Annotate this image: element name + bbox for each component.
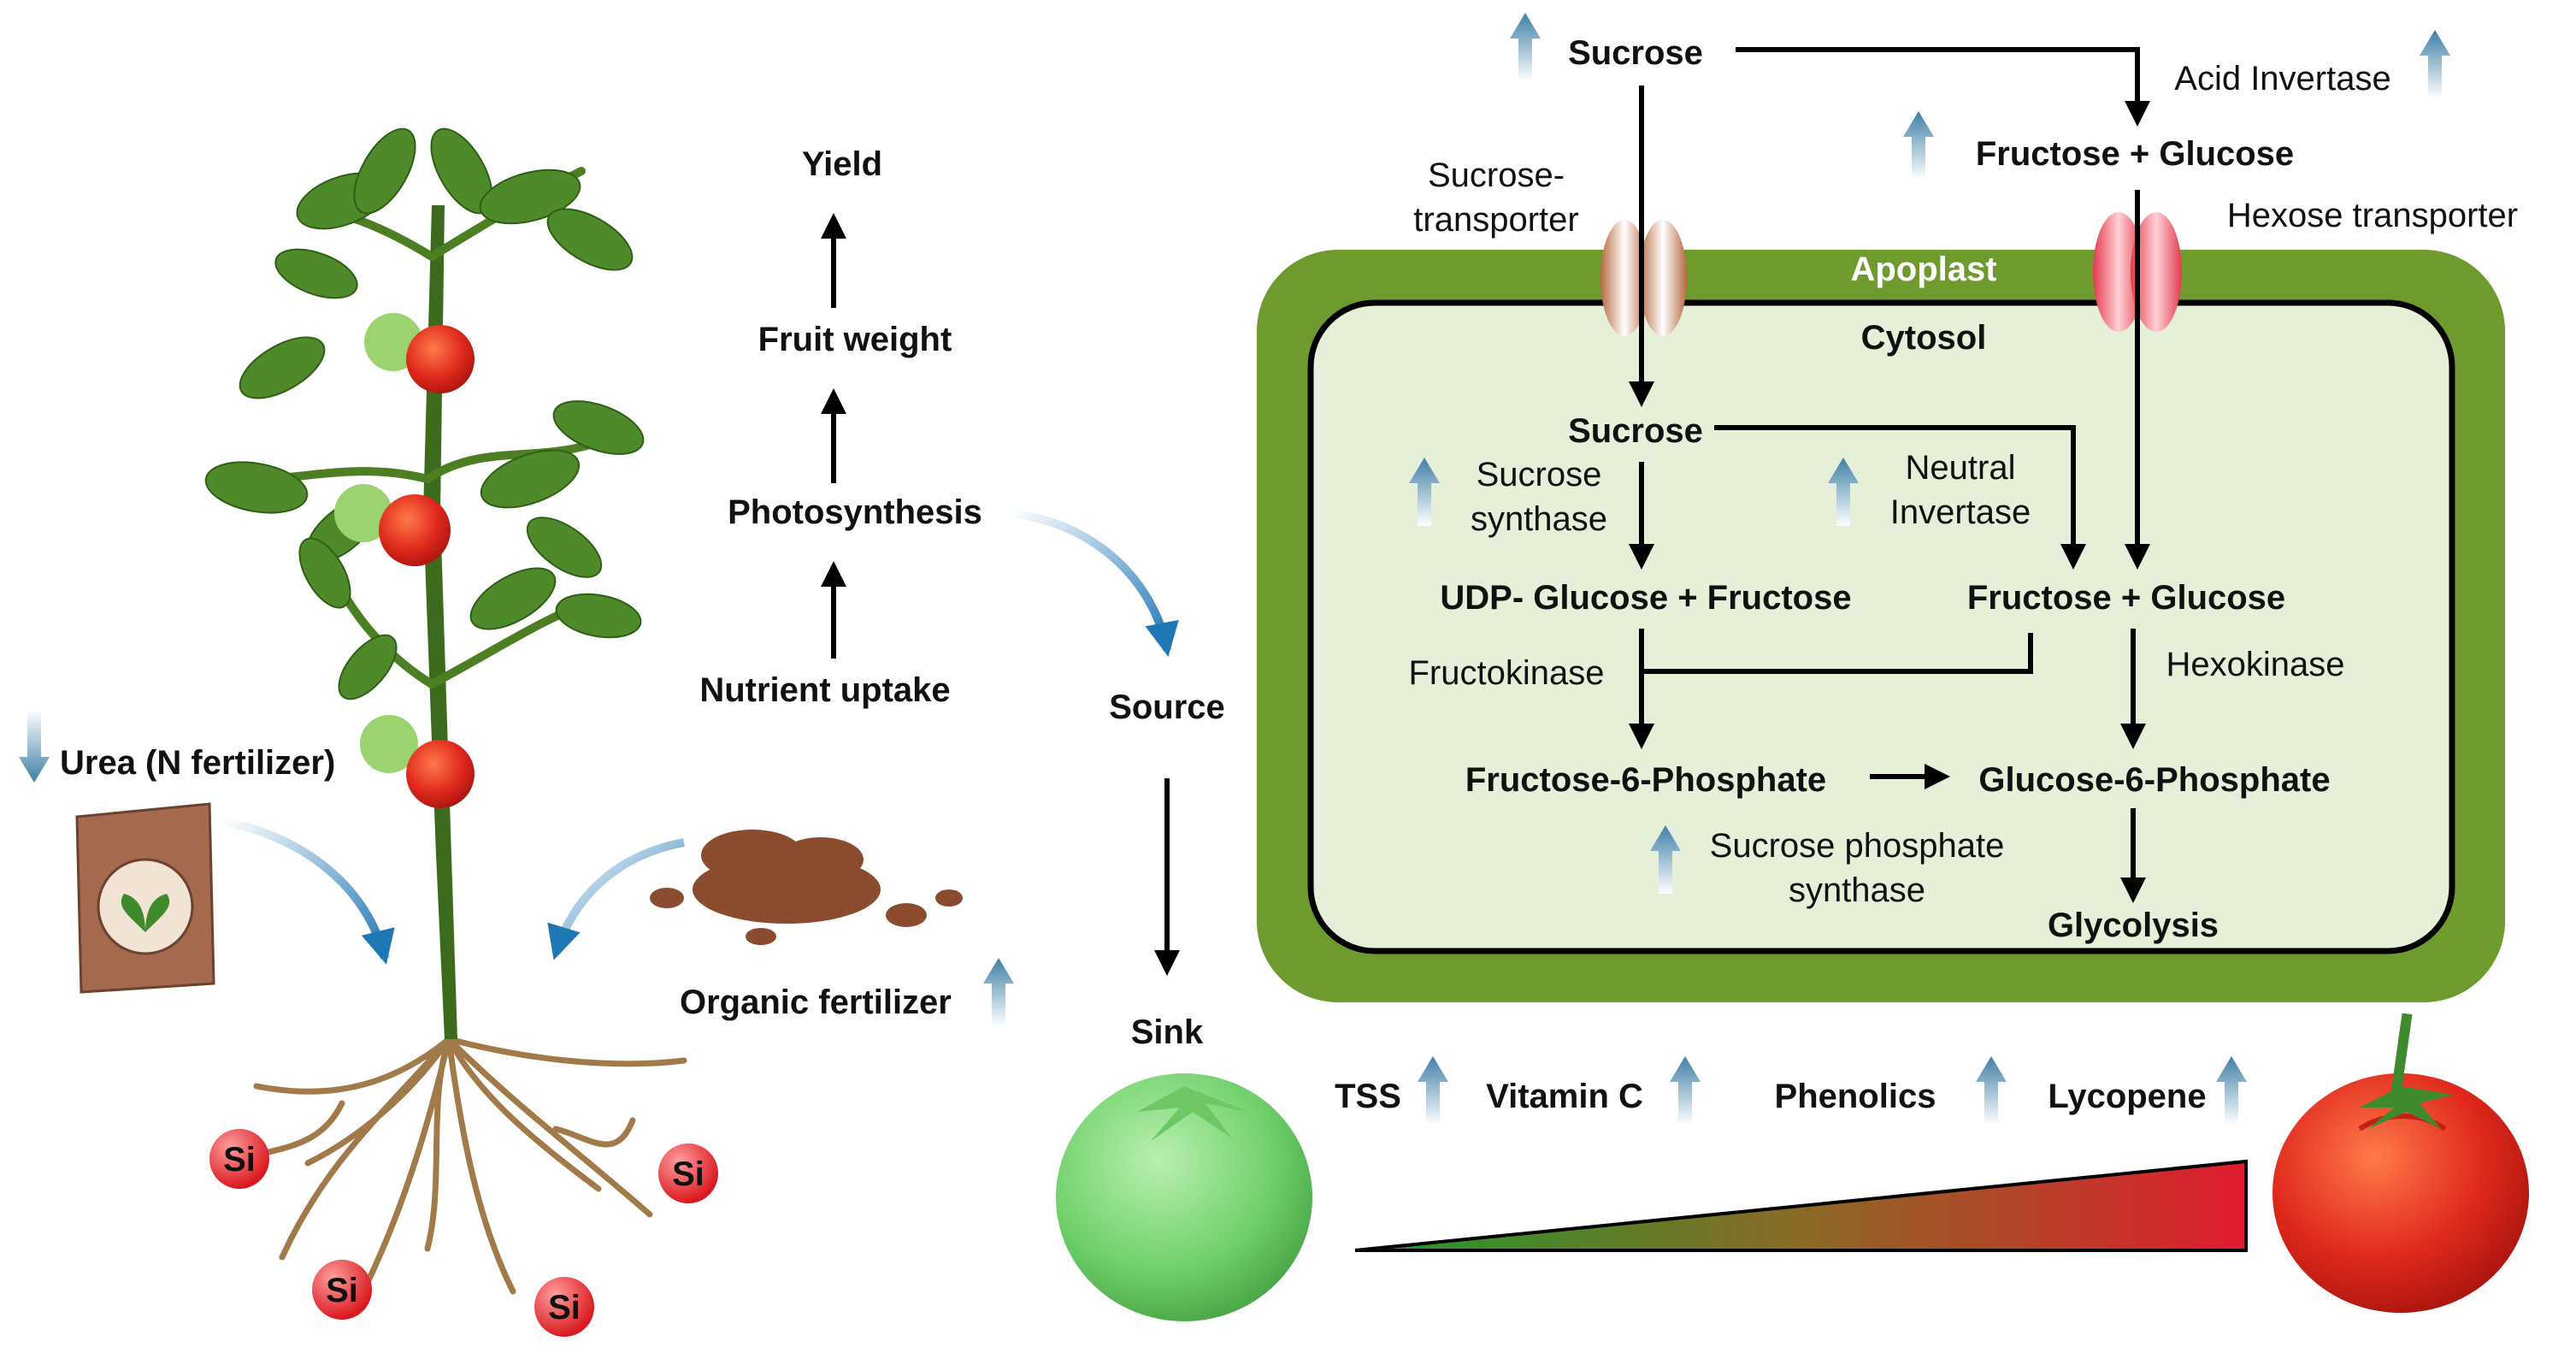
urea-down-arrow-icon <box>19 710 50 783</box>
sucrose-transporter-icon <box>1600 220 1687 336</box>
sucrose-transporter-label-1: Sucrose- <box>1428 157 1565 194</box>
sink-label: Sink <box>1131 1013 1204 1051</box>
cytosol-label: Cytosol <box>1861 319 1987 357</box>
neutral-invertase-label-1: Neutral <box>1906 449 2016 487</box>
hexokinase-label: Hexokinase <box>2166 646 2344 683</box>
sucrose-up-arrow-icon <box>1510 13 1541 81</box>
urea-to-roots-arrow <box>221 817 395 965</box>
neutral-invertase-label-2: Invertase <box>1890 493 2031 531</box>
tss-up-arrow-icon <box>1418 1056 1448 1125</box>
urea-label: Urea (N fertilizer) <box>60 744 335 782</box>
organic-up-arrow-icon <box>983 958 1014 1026</box>
silicon-label-2: Si <box>672 1155 704 1193</box>
fructokinase-arrow <box>1629 633 2033 749</box>
sps-label-2: synthase <box>1789 871 1925 909</box>
fructose-glucose-top-label: Fructose + Glucose <box>1976 135 2294 173</box>
fructose-glucose-top-up-arrow-icon <box>1903 111 1934 180</box>
phenolics-up-arrow-icon <box>1976 1056 2007 1125</box>
silicon-label-4: Si <box>548 1289 581 1326</box>
organic-fertilizer-pile-icon <box>650 830 963 945</box>
sps-up-arrow-icon <box>1650 825 1681 894</box>
neutral-invertase-up-arrow-icon <box>1828 458 1859 526</box>
photosynthesis-label: Photosynthesis <box>728 493 982 531</box>
sucrose-to-hexose-inner-arrow <box>1714 425 2086 570</box>
silicon-spheres <box>209 1129 718 1337</box>
green-tomato-illustration <box>1056 1073 1312 1321</box>
sucrose-transporter-label-2: transporter <box>1413 201 1578 239</box>
sucrose-synthase-label-1: Sucrose <box>1477 456 1602 493</box>
nutrient-uptake-label: Nutrient uptake <box>699 671 950 709</box>
glycolysis-label: Glycolysis <box>2048 907 2219 944</box>
tomato-plant-illustration <box>204 127 687 1303</box>
acid-invertase-up-arrow-icon <box>2420 30 2450 98</box>
sucrose-synthase-label-2: synthase <box>1471 500 1607 538</box>
vitamin-c-up-arrow-icon <box>1670 1056 1701 1125</box>
silicon-label-1: Si <box>223 1141 256 1179</box>
fertilizer-bag-icon <box>75 802 215 994</box>
apoplast-label: Apoplast <box>1850 251 1996 288</box>
fructose-glucose-inner-label: Fructose + Glucose <box>1967 579 2285 617</box>
sucrose-inner-label: Sucrose <box>1568 412 1703 450</box>
plant-fruits <box>334 313 475 808</box>
sucrose-top-label: Sucrose <box>1568 34 1703 72</box>
g6p-label: Glucose-6-Phosphate <box>1978 761 2330 799</box>
lycopene-label: Lycopene <box>2048 1078 2206 1115</box>
hexose-transporter-icon <box>2093 212 2182 332</box>
fruit-weight-label: Fruit weight <box>758 321 952 358</box>
fructokinase-label: Fructokinase <box>1409 654 1605 692</box>
lycopene-up-arrow-icon <box>2216 1056 2247 1125</box>
phenolics-label: Phenolics <box>1775 1078 1936 1115</box>
f6p-label: Fructose-6-Phosphate <box>1465 761 1826 799</box>
yield-label: Yield <box>802 145 882 183</box>
roots <box>253 1036 687 1303</box>
organic-to-roots-arrow <box>547 838 685 960</box>
organic-fertilizer-label: Organic fertilizer <box>680 984 952 1021</box>
udp-glucose-fructose-label: UDP- Glucose + Fructose <box>1440 579 1851 617</box>
sucrose-synthase-up-arrow-icon <box>1409 458 1440 526</box>
cell-cytosol <box>1307 299 2455 954</box>
sucrose-to-hexose-arrow <box>1736 47 2150 127</box>
red-tomato-illustration <box>2272 1013 2529 1313</box>
ripening-gradient-ramp <box>1354 1159 2248 1252</box>
sps-label-1: Sucrose phosphate <box>1710 827 2005 865</box>
acid-invertase-label: Acid Invertase <box>2174 60 2390 97</box>
source-label: Source <box>1109 688 1225 726</box>
silicon-label-3: Si <box>326 1272 358 1309</box>
photosynthesis-to-source-arrow <box>1008 509 1179 657</box>
hexose-transporter-label: Hexose transporter <box>2227 197 2518 234</box>
vitamin-c-label: Vitamin C <box>1486 1078 1643 1115</box>
tss-label: TSS <box>1335 1078 1401 1115</box>
main-stem <box>423 205 457 1039</box>
